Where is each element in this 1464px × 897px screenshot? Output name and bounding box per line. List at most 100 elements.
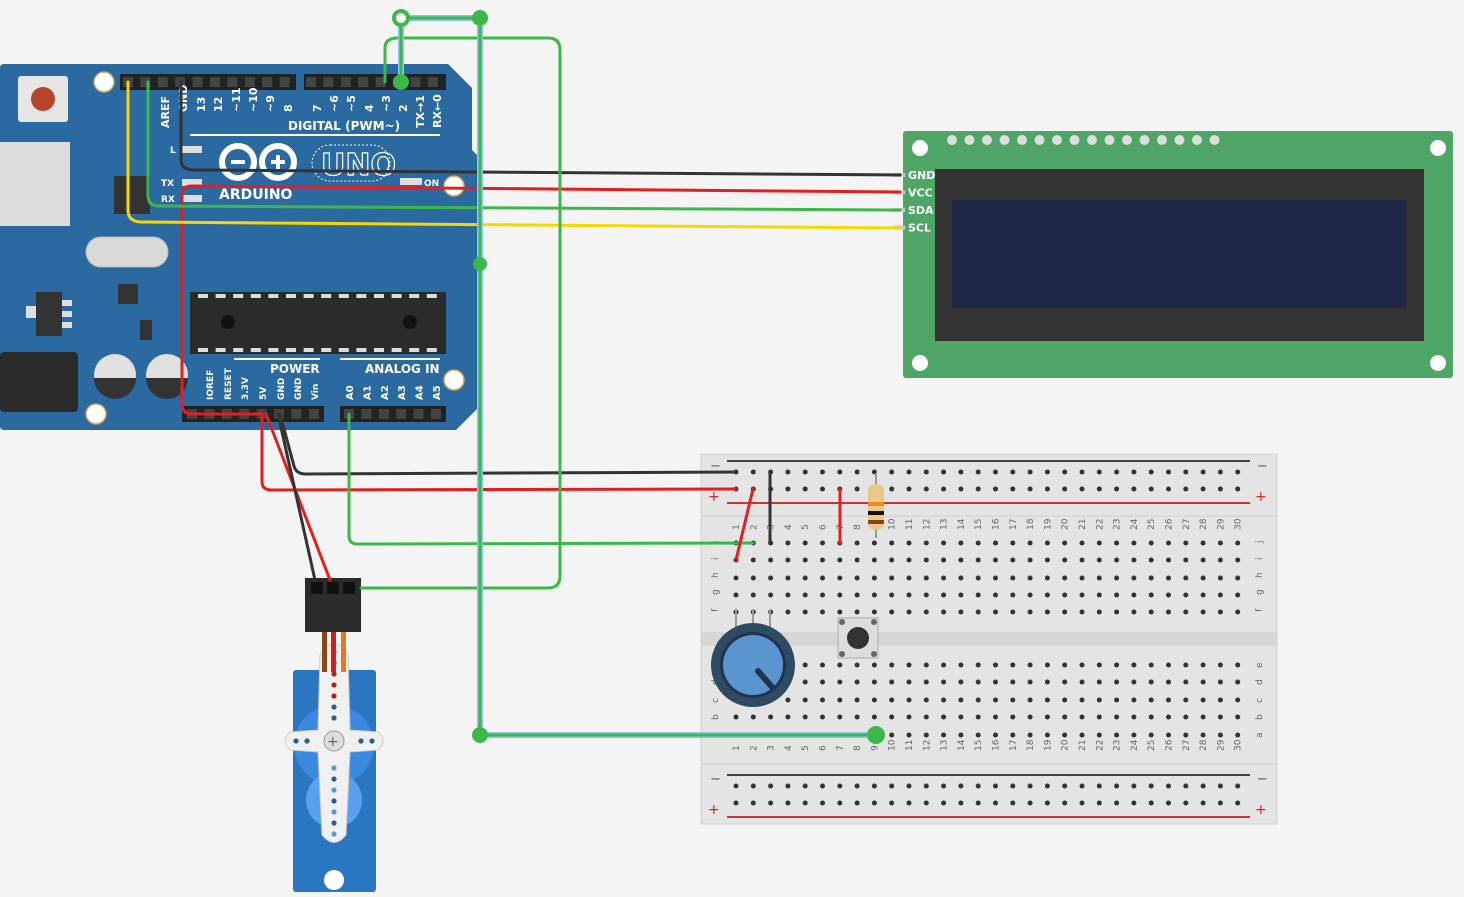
lcd-header-pin[interactable] (1052, 135, 1062, 145)
breadboard-hole[interactable] (941, 732, 947, 738)
breadboard-hole[interactable] (854, 557, 860, 563)
breadboard-hole[interactable] (1062, 679, 1068, 685)
breadboard-hole[interactable] (820, 609, 825, 615)
breadboard-hole[interactable] (1183, 540, 1189, 546)
breadboard-hole[interactable] (889, 732, 895, 738)
breadboard-hole[interactable] (1044, 732, 1050, 738)
breadboard-hole[interactable] (1235, 662, 1241, 668)
breadboard-hole[interactable] (906, 609, 912, 615)
breadboard-hole[interactable] (1062, 557, 1068, 563)
breadboard-hole[interactable] (1183, 662, 1189, 668)
breadboard-hole[interactable] (820, 592, 825, 598)
breadboard-hole[interactable] (1200, 800, 1206, 806)
breadboard-hole[interactable] (906, 783, 912, 789)
breadboard-hole[interactable] (1217, 592, 1223, 598)
breadboard-hole[interactable] (1044, 557, 1050, 563)
breadboard-hole[interactable] (1096, 486, 1102, 492)
lcd-header-pin[interactable] (1192, 135, 1202, 145)
breadboard-hole[interactable] (1062, 783, 1068, 789)
breadboard-hole[interactable] (1200, 783, 1206, 789)
breadboard-hole[interactable] (768, 575, 774, 581)
breadboard-hole[interactable] (768, 783, 774, 789)
breadboard-hole[interactable] (975, 714, 981, 720)
breadboard-hole[interactable] (1148, 783, 1154, 789)
breadboard-hole[interactable] (975, 486, 981, 492)
breadboard-hole[interactable] (975, 783, 981, 789)
breadboard-hole[interactable] (975, 469, 981, 475)
breadboard-hole[interactable] (906, 800, 912, 806)
breadboard-hole[interactable] (906, 714, 912, 720)
breadboard-hole[interactable] (941, 592, 947, 598)
breadboard-hole[interactable] (993, 783, 998, 789)
breadboard-hole[interactable] (1217, 609, 1223, 615)
breadboard-hole[interactable] (1096, 575, 1102, 581)
breadboard-hole[interactable] (1148, 557, 1154, 563)
breadboard-hole[interactable] (923, 679, 929, 685)
wire-servo-gnd[interactable] (276, 412, 317, 582)
breadboard-hole[interactable] (1183, 697, 1189, 703)
breadboard-hole[interactable] (1079, 469, 1085, 475)
breadboard-hole[interactable] (1027, 575, 1033, 581)
breadboard-hole[interactable] (1010, 609, 1016, 615)
wire-gnd-breadboard[interactable] (278, 412, 738, 476)
breadboard-hole[interactable] (1062, 592, 1068, 598)
header-pin[interactable] (427, 77, 438, 87)
breadboard-hole[interactable] (1114, 575, 1120, 581)
breadboard-hole[interactable] (820, 540, 825, 546)
breadboard-hole[interactable] (837, 697, 843, 703)
breadboard-hole[interactable] (1148, 469, 1154, 475)
breadboard-hole[interactable] (975, 557, 981, 563)
breadboard-hole[interactable] (1200, 609, 1206, 615)
breadboard-hole[interactable] (1183, 714, 1189, 720)
breadboard-hole[interactable] (958, 592, 964, 598)
breadboard-hole[interactable] (1096, 714, 1102, 720)
breadboard-hole[interactable] (889, 486, 895, 492)
breadboard-hole[interactable] (802, 592, 808, 598)
header-pin[interactable] (431, 409, 441, 419)
breadboard-hole[interactable] (854, 469, 860, 475)
breadboard-hole[interactable] (1079, 714, 1085, 720)
breadboard-hole[interactable] (1096, 557, 1102, 563)
servo-motor[interactable]: + (284, 578, 384, 892)
breadboard-hole[interactable] (1148, 540, 1154, 546)
breadboard-hole[interactable] (941, 575, 947, 581)
breadboard-hole[interactable] (1096, 697, 1102, 703)
breadboard-hole[interactable] (820, 662, 825, 668)
breadboard-hole[interactable] (1166, 697, 1171, 703)
breadboard-hole[interactable] (1027, 486, 1033, 492)
wire-handle[interactable] (392, 9, 410, 27)
breadboard-hole[interactable] (854, 662, 860, 668)
breadboard-hole[interactable] (941, 783, 947, 789)
breadboard-hole[interactable] (854, 540, 860, 546)
breadboard-hole[interactable] (854, 592, 860, 598)
breadboard-hole[interactable] (1217, 662, 1223, 668)
breadboard-hole[interactable] (785, 609, 791, 615)
breadboard-hole[interactable] (975, 697, 981, 703)
breadboard-hole[interactable] (802, 540, 808, 546)
lcd-header-pin[interactable] (982, 135, 992, 145)
breadboard-hole[interactable] (871, 697, 877, 703)
breadboard-hole[interactable] (941, 469, 947, 475)
wire-handle[interactable] (472, 10, 488, 26)
breadboard-hole[interactable] (1183, 469, 1189, 475)
breadboard-hole[interactable] (941, 486, 947, 492)
breadboard-hole[interactable] (1044, 469, 1050, 475)
breadboard-hole[interactable] (1114, 714, 1120, 720)
breadboard-hole[interactable] (1217, 540, 1223, 546)
breadboard-hole[interactable] (1044, 540, 1050, 546)
breadboard-hole[interactable] (958, 662, 964, 668)
breadboard-hole[interactable] (1044, 714, 1050, 720)
header-pin[interactable] (262, 77, 273, 87)
breadboard-hole[interactable] (906, 697, 912, 703)
breadboard-hole[interactable] (889, 783, 895, 789)
breadboard-hole[interactable] (1096, 469, 1102, 475)
breadboard-hole[interactable] (906, 679, 912, 685)
breadboard-hole[interactable] (854, 609, 860, 615)
breadboard-hole[interactable] (923, 540, 929, 546)
breadboard-hole[interactable] (1131, 557, 1137, 563)
breadboard-hole[interactable] (1131, 609, 1137, 615)
breadboard-hole[interactable] (1027, 540, 1033, 546)
breadboard-hole[interactable] (1217, 800, 1223, 806)
breadboard-hole[interactable] (785, 783, 791, 789)
breadboard-hole[interactable] (1027, 783, 1033, 789)
